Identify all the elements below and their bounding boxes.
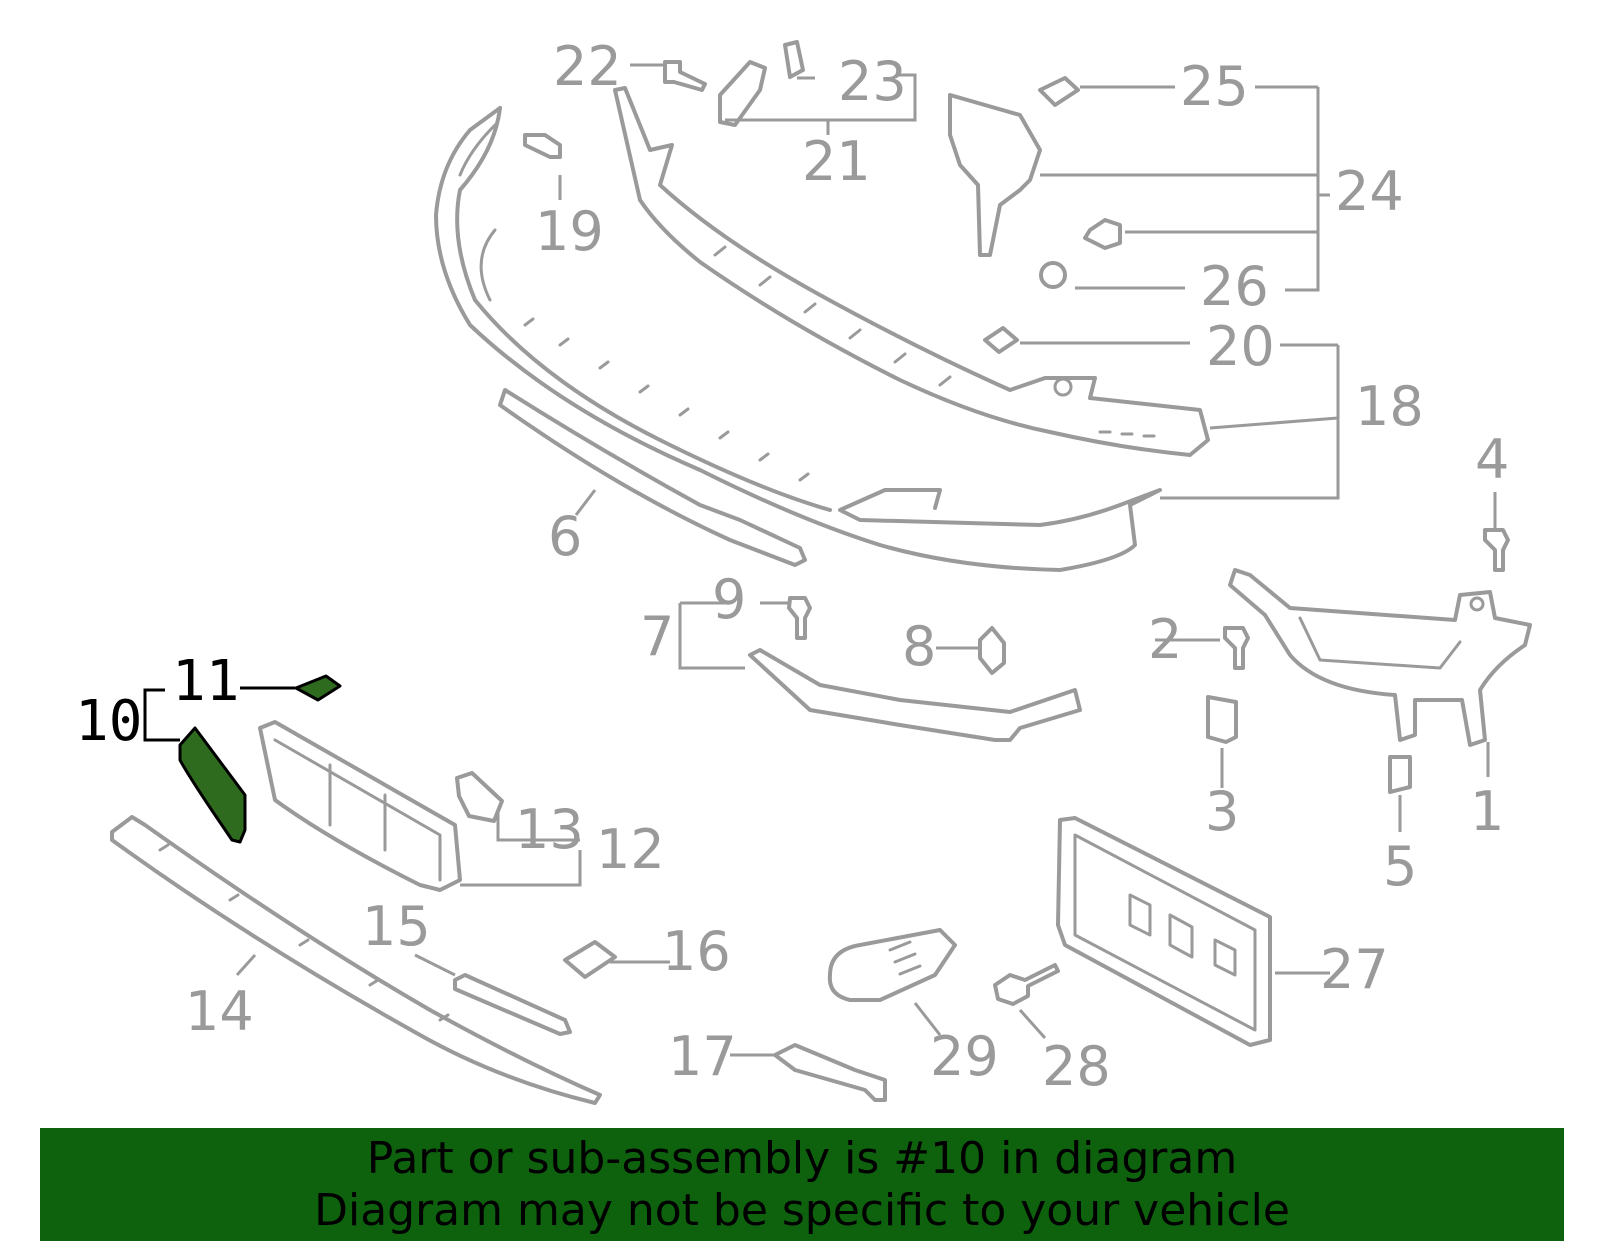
screw-4 [1483,528,1510,572]
clip-5 [1388,755,1412,794]
callout-11: 11 [172,649,239,714]
callout-20: 20 [1206,315,1275,378]
banner-line-2: Diagram may not be specific to your vehi… [314,1184,1290,1236]
trim-15 [453,973,572,1036]
bolt-24b [1083,218,1122,250]
callout-23: 23 [838,50,907,113]
callout-25: 25 [1180,55,1249,118]
callout-9: 9 [712,568,746,631]
callout-2: 2 [1148,608,1182,671]
banner-line-1: Part or sub-assembly is #10 in diagram [366,1132,1238,1184]
nut-25 [1038,76,1080,107]
screw-28 [993,963,1060,1006]
callout-28: 28 [1042,1035,1111,1098]
callout-7: 7 [640,605,674,668]
license-plate-bracket [1056,816,1272,1047]
clip-16 [563,940,617,979]
nut-26 [1039,261,1067,289]
screw-22 [663,60,707,92]
screw-2 [1223,626,1250,670]
screw-9 [787,596,812,640]
callout-15: 15 [362,895,431,958]
info-banner: Part or sub-assembly is #10 in diagram D… [40,1128,1564,1241]
callout-19: 19 [535,200,604,263]
callout-12: 12 [596,818,665,881]
bracket-24 [948,93,1042,257]
callout-24: 24 [1335,160,1404,223]
bracket-17 [773,1043,887,1102]
callout-18: 18 [1355,375,1424,438]
clip-8 [978,626,1006,675]
clip-20 [983,326,1019,354]
callout-5: 5 [1383,835,1417,898]
callout-16: 16 [662,920,731,983]
callout-22: 22 [553,35,622,98]
callout-1: 1 [1470,780,1504,843]
bumper-cover [434,106,1162,572]
callout-10: 10 [75,689,142,754]
callout-13: 13 [515,798,584,861]
part-11-highlighted[interactable] [294,674,342,702]
screw-19 [523,133,562,159]
bracket-13 [455,771,504,823]
upper-bracket-bar [613,86,1210,457]
callout-4: 4 [1475,428,1509,491]
bracket-21 [718,60,767,127]
callout-14: 14 [185,980,254,1043]
callout-8: 8 [902,615,936,678]
bracket-7 [748,648,1082,742]
bracket-3 [1206,695,1238,744]
part-10-highlighted[interactable] [178,726,247,844]
callout-6: 6 [548,505,582,568]
clip-23 [783,40,805,79]
lower-trim-strip [110,815,602,1105]
callout-numbers: 1 2 3 4 5 6 7 8 9 10 11 12 13 14 15 16 1… [75,35,1509,1098]
lower-grille [258,720,462,892]
callout-21: 21 [802,130,871,193]
callout-29: 29 [930,1025,999,1088]
leader-lines [235,63,1497,1057]
callout-3: 3 [1205,780,1239,843]
highlight-leader-lines [143,686,295,742]
lower-strip [498,388,807,567]
callout-26: 26 [1200,255,1269,318]
tow-hook-cover-29 [827,928,957,1002]
fog-lamp-bezel [1228,568,1532,747]
callout-17: 17 [668,1025,737,1088]
callout-27: 27 [1320,938,1389,1001]
